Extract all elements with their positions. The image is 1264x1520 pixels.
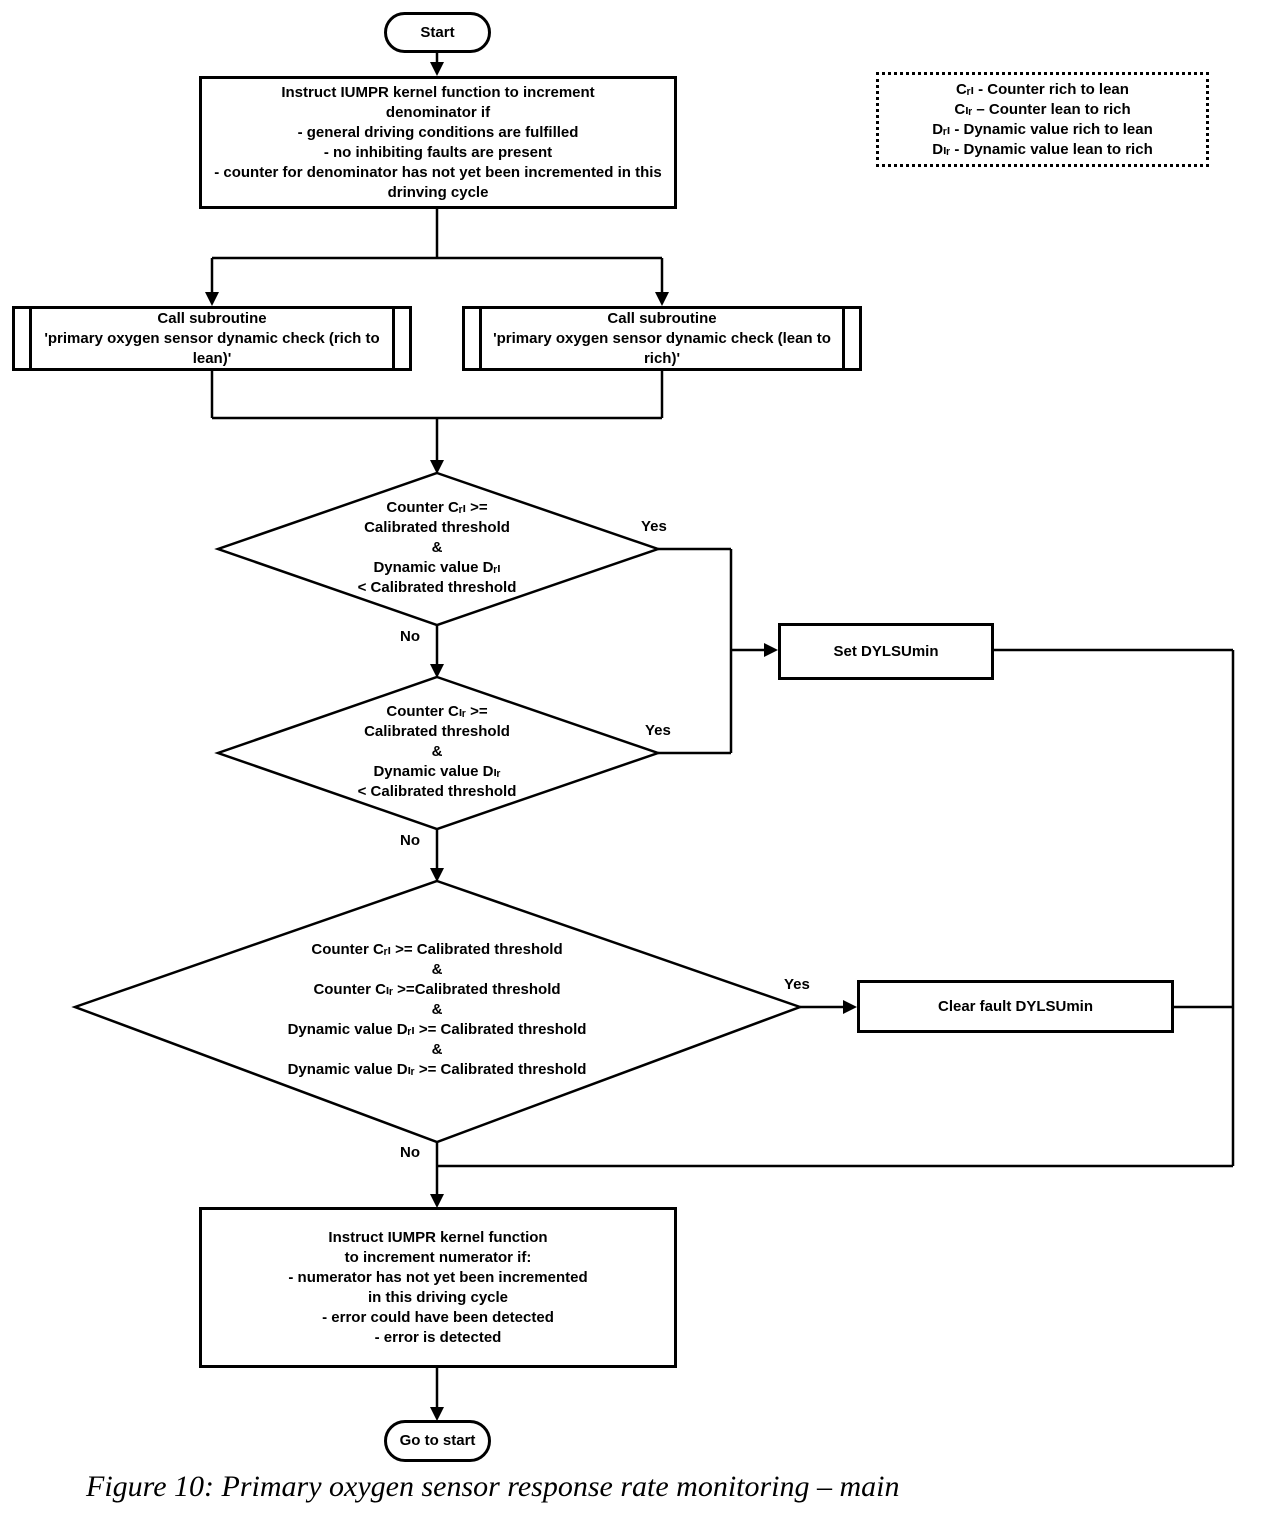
process-increment-denominator: Instruct IUMPR kernel function to increm… — [199, 76, 677, 209]
edge-label-d3-no: No — [400, 1144, 420, 1161]
edge-label-d2-yes: Yes — [645, 722, 671, 739]
subroutine-rich-to-lean: Call subroutine 'primary oxygen sensor d… — [12, 306, 412, 371]
goto-start-label: Go to start — [399, 1432, 476, 1449]
decision-rl-label: Counter Cᵣₗ >= Calibrated threshold & Dy… — [357, 499, 517, 596]
process-increment-numerator: Instruct IUMPR kernel function to increm… — [199, 1207, 677, 1368]
arrowhead — [430, 460, 444, 474]
subroutine-lean-to-rich-label: Call subroutine 'primary oxygen sensor d… — [493, 309, 831, 367]
process-clear-dylsumin-label: Clear fault DYLSUmin — [937, 997, 1094, 1015]
edge-label-d2-no: No — [400, 832, 420, 849]
subroutine-double-bar — [29, 309, 32, 368]
arrowhead — [843, 1000, 857, 1014]
edge-label-d3-yes: Yes — [784, 976, 810, 993]
decision-all-label: Counter Cᵣₗ >= Calibrated threshold & Co… — [287, 941, 587, 1078]
legend-box: Cᵣₗ - Counter rich to lean Cₗᵣ – Counter… — [876, 72, 1209, 167]
process-increment-denominator-label: Instruct IUMPR kernel function to increm… — [214, 83, 662, 201]
arrowhead — [430, 1194, 444, 1208]
arrowheads — [205, 62, 857, 1421]
legend-item-crl: Cᵣₗ - Counter rich to lean — [956, 80, 1129, 98]
process-set-dylsumin: Set DYLSUmin — [778, 623, 994, 680]
subroutine-double-bar — [392, 309, 395, 368]
subroutine-double-bar — [479, 309, 482, 368]
arrowhead — [430, 868, 444, 882]
process-increment-numerator-label: Instruct IUMPR kernel function to increm… — [288, 1228, 588, 1346]
start-terminal: Start — [384, 12, 491, 53]
arrowhead — [655, 292, 669, 306]
process-set-dylsumin-label: Set DYLSUmin — [833, 642, 939, 660]
subroutine-double-bar — [842, 309, 845, 368]
decision-diamond-all — [71, 879, 804, 1144]
start-label: Start — [420, 23, 455, 41]
legend-item-dlr: Dₗᵣ - Dynamic value lean to rich — [932, 140, 1153, 158]
subroutine-lean-to-rich: Call subroutine 'primary oxygen sensor d… — [462, 306, 862, 371]
decision-lr-label: Counter Cₗᵣ >= Calibrated threshold & Dy… — [357, 703, 517, 800]
legend-item-clr: Cₗᵣ – Counter lean to rich — [954, 100, 1131, 118]
process-clear-dylsumin: Clear fault DYLSUmin — [857, 980, 1174, 1033]
edge-label-d1-no: No — [400, 628, 420, 645]
goto-start-terminal: Go to start — [384, 1420, 491, 1462]
subroutine-rich-to-lean-label: Call subroutine 'primary oxygen sensor d… — [44, 309, 380, 367]
arrowhead — [430, 62, 444, 76]
connector-lines — [210, 52, 1235, 1409]
decision-diamond-lr — [214, 675, 662, 831]
arrowhead — [430, 664, 444, 678]
decision-diamonds — [71, 471, 804, 1144]
decision-diamond-rl — [214, 471, 662, 627]
edge-label-d1-yes: Yes — [641, 518, 667, 535]
arrowhead — [430, 1407, 444, 1421]
arrowhead — [205, 292, 219, 306]
arrowhead — [764, 643, 778, 657]
figure-caption: Figure 10: Primary oxygen sensor respons… — [86, 1470, 900, 1503]
legend-item-drl: Dᵣₗ - Dynamic value rich to lean — [932, 120, 1153, 138]
